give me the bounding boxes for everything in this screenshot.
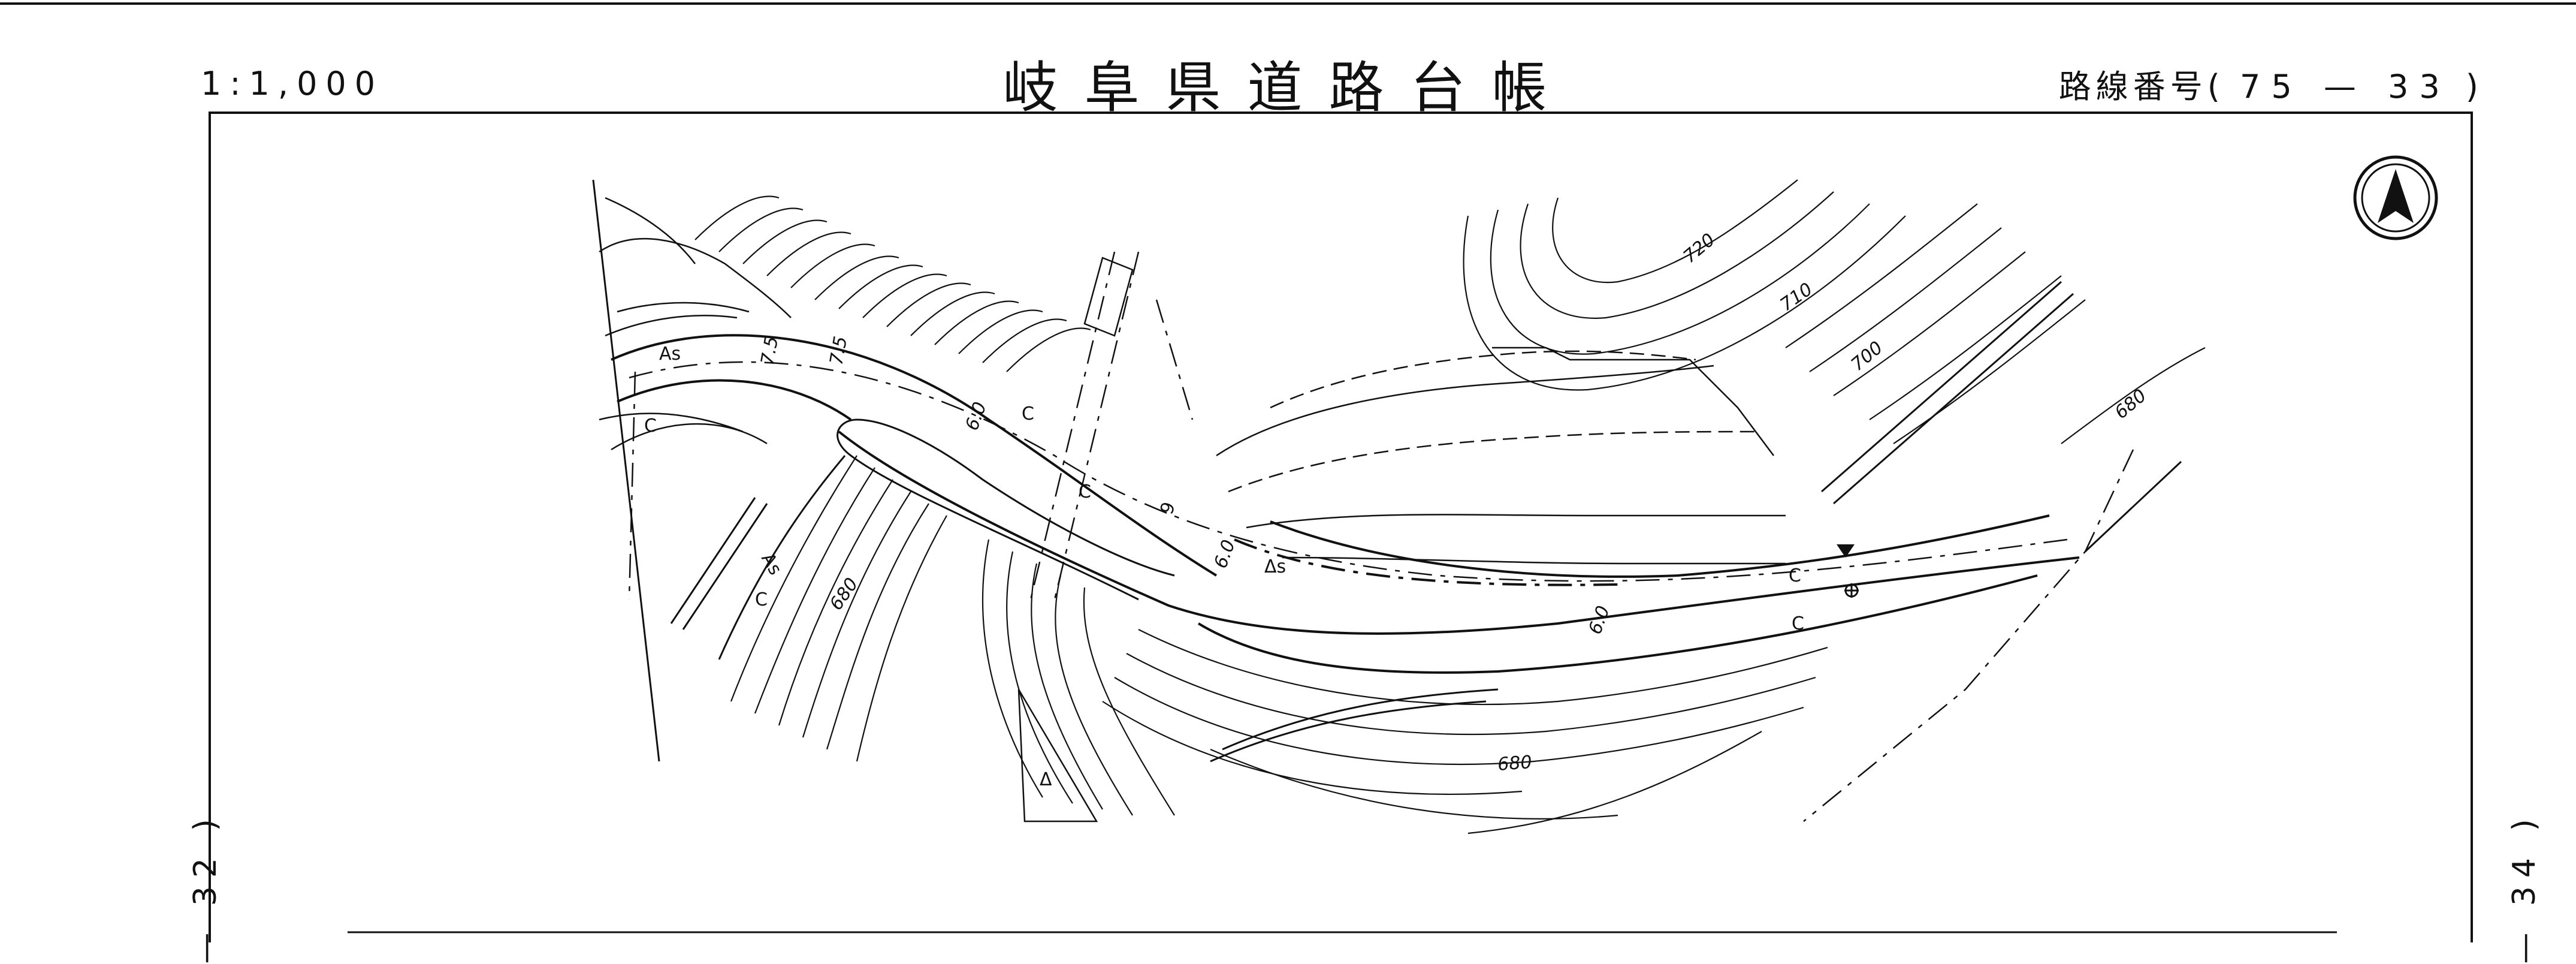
- upper-left-slope: [599, 197, 792, 451]
- route-close: ): [2465, 68, 2483, 106]
- curb-label-4: C: [1079, 481, 1091, 502]
- road-width-5: 6.0: [1585, 603, 1614, 637]
- hairpin-loop: [836, 418, 1175, 601]
- lower-marker: [1017, 689, 1098, 823]
- route-number: 路線番号( 75 — 33 ): [2059, 60, 2483, 107]
- terraced-cut-slopes: [1216, 347, 1786, 565]
- top-structure: [1083, 257, 1134, 337]
- surface-label-3: Δs: [1264, 556, 1286, 577]
- contour-lines-lower: [1102, 629, 1828, 835]
- road-width-2: 7.5: [826, 335, 851, 366]
- station-number: 9: [1156, 499, 1180, 517]
- contour-label-700: 700: [1847, 338, 1887, 376]
- left-boundary: [592, 179, 660, 762]
- contour-lines-upper-right: [1463, 179, 2206, 444]
- curb-label-1: C: [644, 415, 657, 436]
- contour-label-680-bottom: 680: [1497, 752, 1533, 775]
- surface-label-1: As: [659, 344, 681, 364]
- station-triangle: [1837, 544, 1855, 558]
- map-scale: 1:1,000: [201, 65, 384, 103]
- contour-lines-upper-left: [694, 195, 1091, 372]
- curb-label-6: C: [1792, 613, 1804, 634]
- page-title: 岐阜県道路台帳: [1002, 56, 1574, 120]
- contour-label-710: 710: [1777, 279, 1817, 316]
- curb-label-2: C: [755, 589, 768, 610]
- north-arrow-icon: [2353, 155, 2438, 240]
- main-road: [611, 334, 2080, 674]
- curb-label-5: C: [1789, 565, 1801, 586]
- right-edge-line: [2084, 460, 2182, 553]
- contour-label-680-left: 680: [826, 574, 863, 614]
- slope-hatching: [670, 281, 2074, 763]
- road-width-4: 6.0: [1210, 537, 1240, 571]
- contour-label-680-right: 680: [2111, 385, 2151, 424]
- curb-label-3: C: [1022, 403, 1034, 424]
- marker-label: Δ: [1040, 769, 1052, 790]
- road-map-drawing: 720 710 700 680 680 680 7.5 7.5 6.0 6.0 …: [0, 2, 2576, 942]
- boundary-dashed: [628, 251, 2134, 822]
- contour-lines-lower-middle: [730, 455, 1175, 816]
- route-label: 路線番号(: [2058, 68, 2225, 106]
- map-frame: [209, 112, 2473, 942]
- inner-loop-edge: [718, 455, 846, 660]
- road-width-1: 7.5: [757, 335, 783, 366]
- contour-label-720: 720: [1680, 230, 1719, 268]
- route-value: 75 — 33: [2239, 68, 2451, 106]
